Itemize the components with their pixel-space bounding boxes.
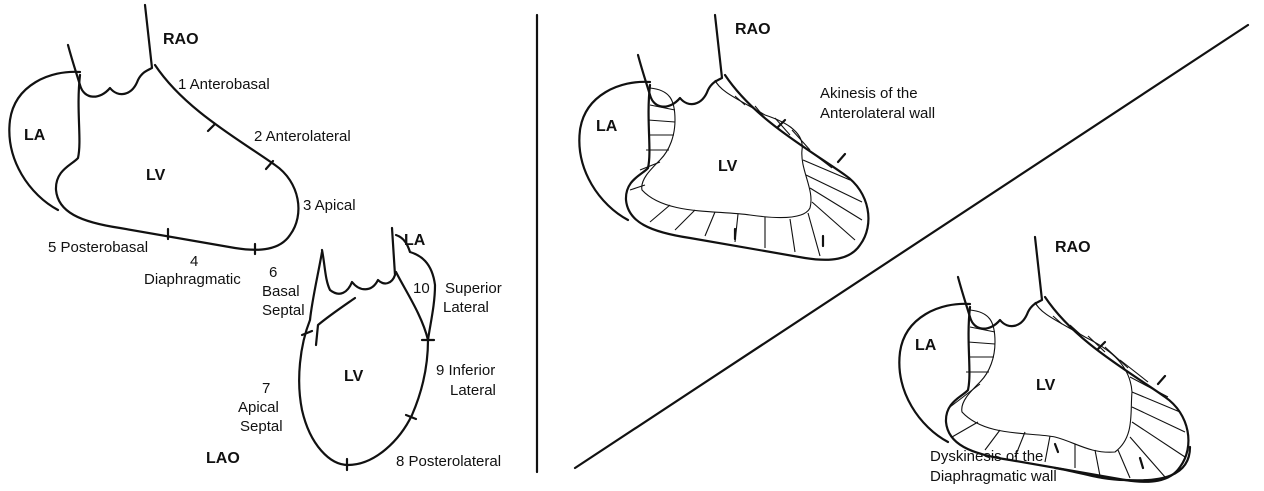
akinesis-heart [578, 13, 870, 261]
segment-label: Superior [445, 280, 502, 297]
rao-view-label: RAO [163, 31, 199, 48]
segment-label: Basal [262, 283, 300, 300]
lv-label: LV [1036, 377, 1056, 394]
segment-label: Lateral [450, 382, 496, 399]
segment-label: 2 Anterolateral [254, 128, 351, 145]
dyskinesis-heart [898, 235, 1192, 483]
dyskinesis-caption: Dyskinesis of the [930, 448, 1043, 465]
segment-label: 7 [262, 380, 270, 397]
segment-label: 3 Apical [303, 197, 356, 214]
segment-label: 1 Anterobasal [178, 76, 270, 93]
segment-label: 5 Posterobasal [48, 239, 148, 256]
segment-label: 8 Posterolateral [396, 453, 501, 470]
dyskinesis-caption: Diaphragmatic wall [930, 468, 1057, 485]
lv-label: LV [146, 167, 166, 184]
segment-label: 6 [269, 264, 277, 281]
lao-view-label: LAO [206, 450, 240, 467]
lao-lv-label: LV [344, 368, 364, 385]
rao-view-label: RAO [1055, 239, 1091, 256]
la-label: LA [915, 337, 937, 354]
lao-heart-outline [298, 226, 437, 472]
segment-label: Septal [262, 302, 305, 319]
segment-label: Septal [240, 418, 283, 435]
segment-label: 9 Inferior [436, 362, 495, 379]
lao-la-label: LA [404, 232, 426, 249]
akinesis-caption: Anterolateral wall [820, 105, 935, 122]
segment-label: Apical [238, 399, 279, 416]
segment-label: Lateral [443, 299, 489, 316]
la-label: LA [596, 118, 618, 135]
segment-label: 10 [413, 280, 430, 297]
la-label: LA [24, 127, 46, 144]
segment-label: 4 [190, 253, 198, 270]
akinesis-caption: Akinesis of the [820, 85, 918, 102]
rao-view-label: RAO [735, 21, 771, 38]
lv-label: LV [718, 158, 738, 175]
diagonal-divider [573, 23, 1250, 470]
segment-label: Diaphragmatic [144, 271, 241, 288]
rao-heart-outline [8, 3, 300, 256]
